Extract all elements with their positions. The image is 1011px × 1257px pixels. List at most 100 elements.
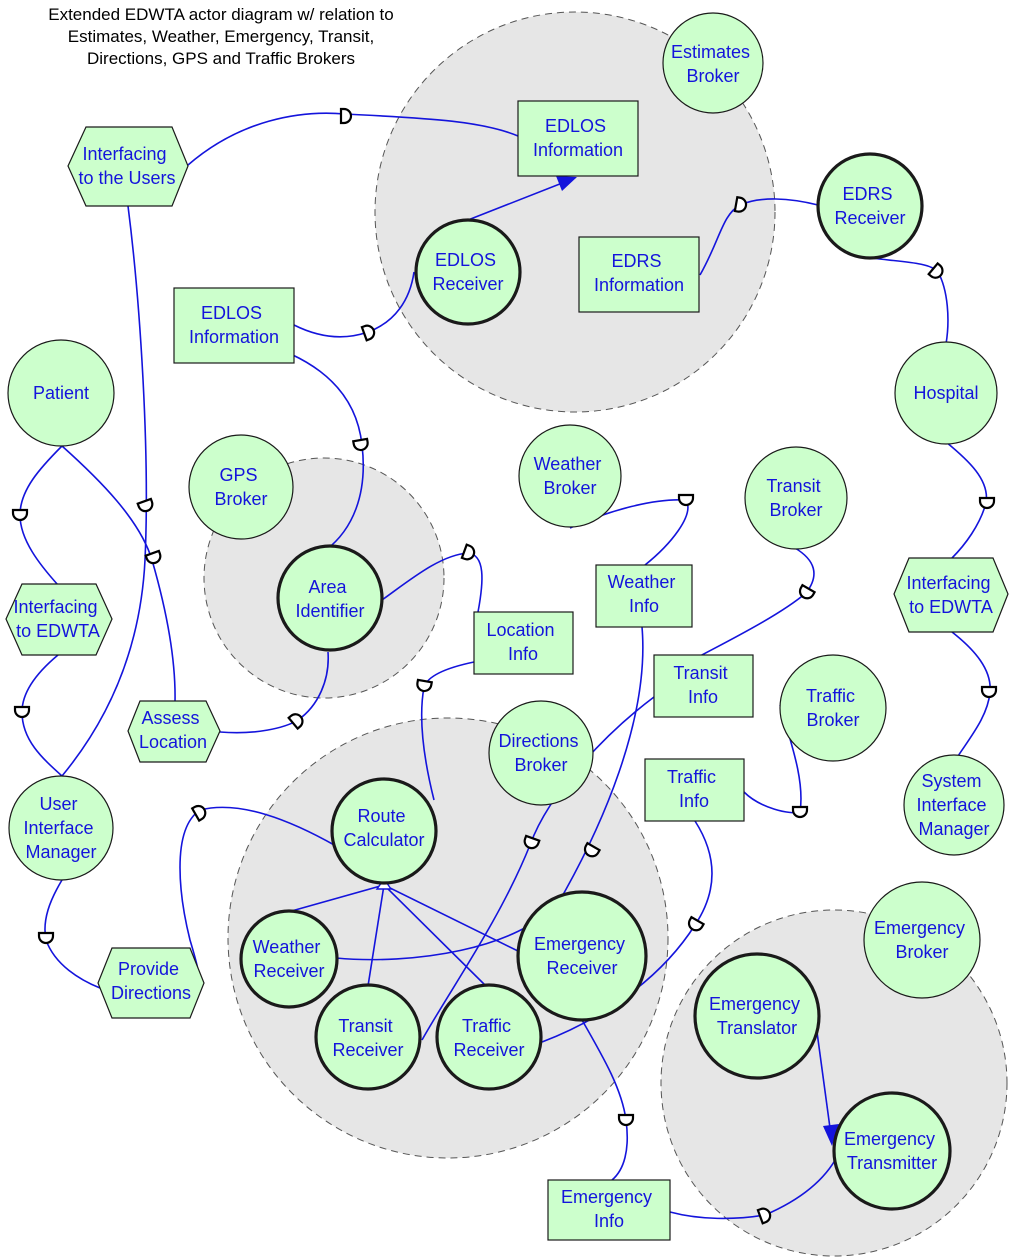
edlos-receiver-node[interactable]: EDLOS Receiver (414, 218, 522, 326)
directions-broker-node[interactable]: Directions Broker (488, 700, 594, 806)
edrs-information-node[interactable]: EDRS Information (578, 236, 700, 313)
node-label-line: EDLOS (435, 250, 496, 270)
dependency-d-marker (13, 705, 31, 719)
edrs-receiver-node[interactable]: EDRS Receiver (816, 152, 924, 260)
node-label-line: Location (486, 620, 554, 640)
agent-shape (435, 983, 543, 1091)
node-label-line: to EDWTA (16, 621, 100, 641)
area-identifier-node[interactable]: Area Identifier (276, 544, 384, 652)
weather-broker-node[interactable]: Weather Broker (518, 424, 622, 528)
dependency-d-marker (523, 834, 541, 850)
node-label-line: Broker (686, 66, 739, 86)
goal-shape (67, 126, 189, 207)
node-label-line: EDRS (842, 184, 892, 204)
edlos-information-left-node[interactable]: EDLOS Information (173, 287, 295, 364)
node-label-line: Route (357, 806, 405, 826)
title-line-2: Estimates, Weather, Emergency, Transit, (67, 27, 375, 46)
link-patient-assess (61, 445, 176, 703)
resource-shape (173, 287, 295, 364)
node-label-line: Emergency (561, 1187, 652, 1207)
node-label-line: Manager (25, 842, 96, 862)
node-label-line: Interface (23, 818, 93, 838)
traffic-receiver-node[interactable]: Traffic Receiver (435, 983, 543, 1091)
link-route-directions (179, 806, 337, 986)
transit-receiver-node[interactable]: Transit Receiver (314, 983, 422, 1091)
resource-shape (547, 1179, 671, 1241)
weather-info-node[interactable]: Weather Info (595, 564, 693, 628)
interfacing-to-users-node[interactable]: Interfacing to the Users (67, 126, 189, 207)
node-label-line: Info (508, 644, 538, 664)
node-label: Emergency Info (561, 1187, 657, 1231)
estimates-broker-node[interactable]: Estimates Broker (662, 12, 764, 114)
node-label-line: Information (594, 275, 684, 295)
agent-shape (239, 909, 339, 1009)
actor-shape (863, 881, 981, 999)
route-calculator-node[interactable]: Route Calculator (330, 777, 438, 885)
node-label-line: Manager (918, 819, 989, 839)
transit-info-node[interactable]: Transit Info (653, 654, 754, 718)
dependency-d-marker (37, 931, 55, 945)
node-label: EDRS Receiver (834, 184, 905, 228)
node-label: EDLOS Information (189, 303, 279, 347)
emergency-broker-node[interactable]: Emergency Broker (863, 881, 981, 999)
node-label: Hospital (913, 383, 978, 403)
dependency-d-marker (677, 493, 695, 507)
emergency-info-node[interactable]: Emergency Info (547, 1179, 671, 1241)
agent-shape (516, 890, 648, 1022)
hospital-node[interactable]: Hospital (894, 341, 998, 445)
user-interface-manager-node[interactable]: User Interface Manager (8, 775, 114, 881)
node-label-line: Interfacing (13, 597, 97, 617)
traffic-broker-node[interactable]: Traffic Broker (779, 654, 887, 762)
agent-shape (276, 544, 384, 652)
node-label: Transit Receiver (332, 1016, 403, 1060)
dependency-d-marker (360, 324, 376, 342)
assess-location-node[interactable]: Assess Location (127, 700, 221, 763)
transit-broker-node[interactable]: Transit Broker (744, 446, 848, 550)
interfacing-to-edwta-left-node[interactable]: Interfacing to EDWTA (5, 583, 113, 656)
node-label: GPS Broker (214, 465, 267, 509)
node-label-line: User (39, 794, 77, 814)
node-label-line: Interfacing (82, 144, 166, 164)
node-label: Weather Broker (534, 454, 607, 498)
dependency-d-marker (733, 195, 748, 213)
actor-shape (662, 12, 764, 114)
emergency-transmitter-node[interactable]: Emergency Transmitter (832, 1091, 952, 1211)
agent-shape (414, 218, 522, 326)
node-label-line: Receiver (834, 208, 905, 228)
node-label-line: Assess (141, 708, 199, 728)
dependency-d-marker (978, 496, 996, 510)
location-info-node[interactable]: Location Info (473, 611, 574, 675)
node-label: Traffic Info (667, 767, 721, 811)
node-label-line: Identifier (295, 601, 364, 621)
node-label-line: Traffic (462, 1016, 511, 1036)
actor-shape (779, 654, 887, 762)
link-interfacing-uim (21, 654, 63, 777)
node-label: Assess Location (139, 708, 207, 752)
node-label-line: Transmitter (847, 1153, 937, 1173)
node-label-line: Translator (717, 1018, 797, 1038)
dependency-d-marker (136, 497, 154, 513)
agent-shape (314, 983, 422, 1091)
node-label-line: Broker (514, 755, 567, 775)
gps-broker-node[interactable]: GPS Broker (188, 434, 294, 540)
node-label-line: Info (679, 791, 709, 811)
provide-directions-node[interactable]: Provide Directions (97, 947, 205, 1019)
node-label-line: Weather (608, 572, 676, 592)
interfacing-to-edwta-right-node[interactable]: Interfacing to EDWTA (893, 557, 1009, 633)
emergency-receiver-node[interactable]: Emergency Receiver (516, 890, 648, 1022)
edlos-information-top-node[interactable]: EDLOS Information (517, 100, 639, 177)
node-label: Traffic Broker (806, 686, 860, 730)
node-label: Directions Broker (498, 731, 583, 775)
node-label-line: Directions (498, 731, 578, 751)
emergency-translator-node[interactable]: Emergency Translator (693, 952, 821, 1080)
node-label-line: Receiver (432, 274, 503, 294)
resource-shape (653, 654, 754, 718)
node-label-line: Traffic (806, 686, 855, 706)
node-label: Weather Info (608, 572, 681, 616)
link-route-weather-receiver (287, 884, 385, 913)
system-interface-manager-node[interactable]: System Interface Manager (903, 754, 1005, 856)
weather-receiver-node[interactable]: Weather Receiver (239, 909, 339, 1009)
node-label-line: to the Users (78, 168, 175, 188)
traffic-info-node[interactable]: Traffic Info (644, 758, 745, 822)
patient-node[interactable]: Patient (7, 339, 115, 447)
